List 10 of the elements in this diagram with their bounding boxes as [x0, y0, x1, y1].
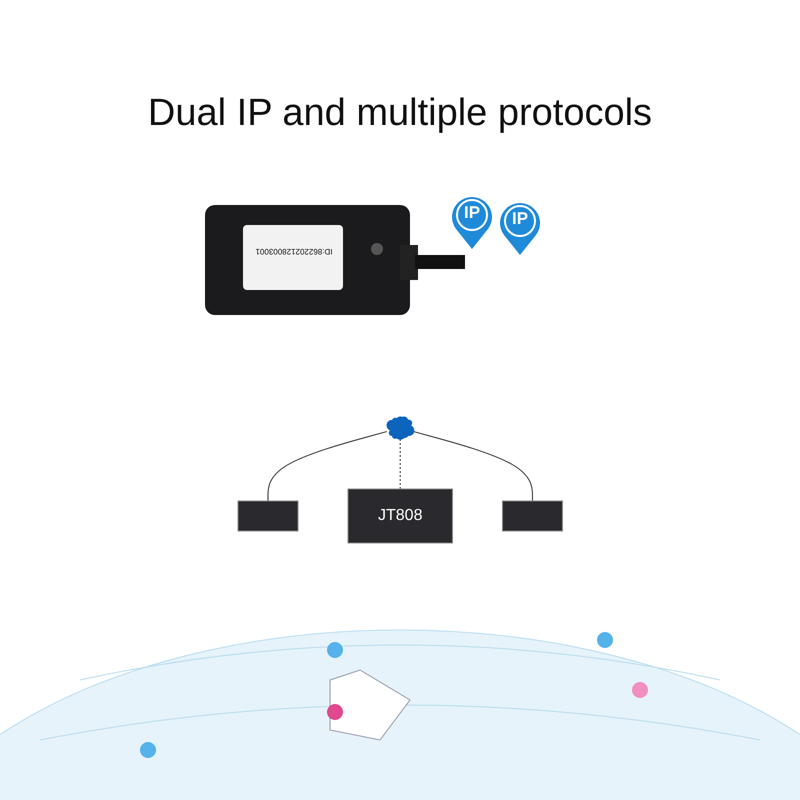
node-box: JT808	[347, 488, 453, 544]
location-pin-icon: IP	[498, 201, 542, 257]
device-id-text: ID:862202128003001	[254, 247, 334, 256]
node-box	[502, 500, 563, 532]
node-box	[237, 500, 298, 532]
connector	[412, 431, 533, 502]
location-pin-icon: IP	[450, 195, 494, 251]
node-cloud	[386, 416, 414, 440]
connector	[267, 431, 388, 502]
title: Dual IP and multiple protocols	[146, 92, 654, 135]
